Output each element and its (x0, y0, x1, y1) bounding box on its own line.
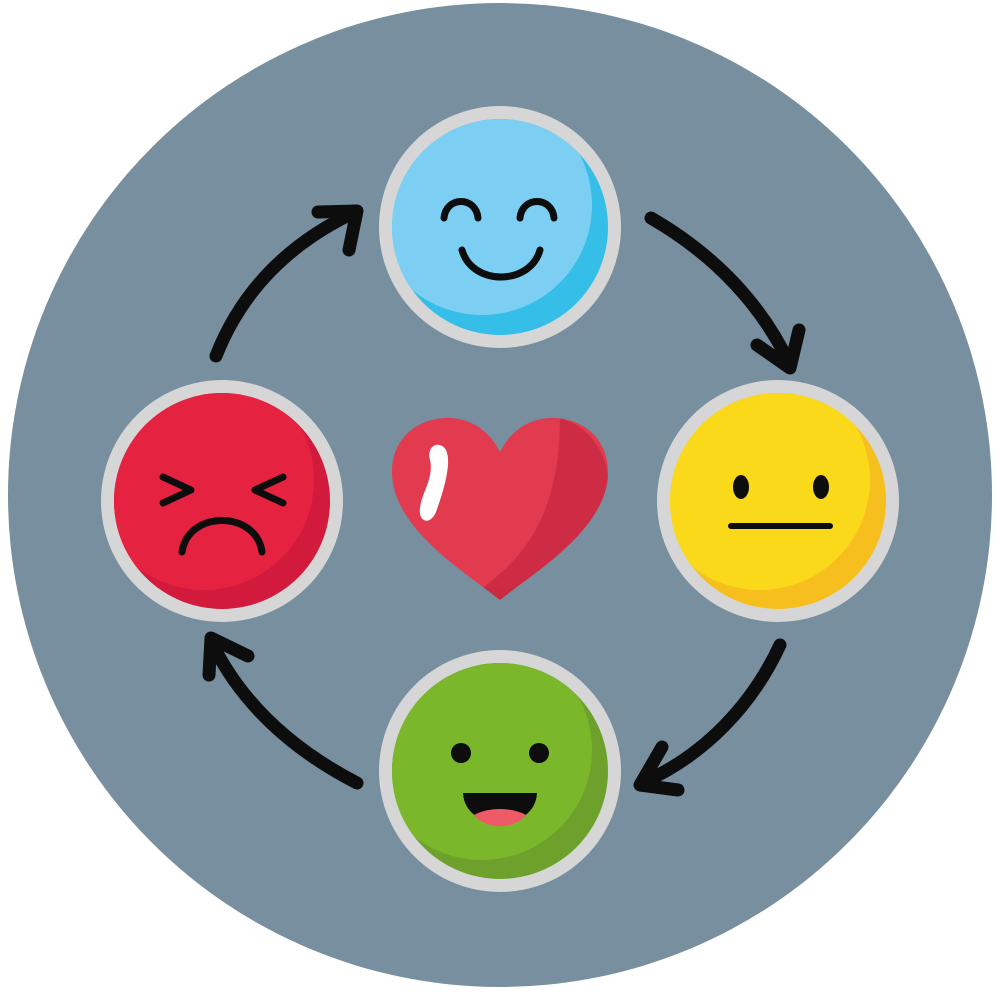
angry-face-icon (101, 380, 343, 622)
happy-face-icon (379, 106, 621, 348)
arrow-angry-to-happy-icon (209, 204, 364, 363)
laughing-face-icon (379, 650, 621, 892)
neutral-face-icon (657, 380, 899, 622)
cycle-arrows (202, 204, 806, 797)
arrow-laughing-to-angry-icon (202, 631, 364, 790)
arrow-neutral-to-laughing-icon (633, 638, 787, 797)
arrow-happy-to-neutral-icon (644, 211, 806, 375)
